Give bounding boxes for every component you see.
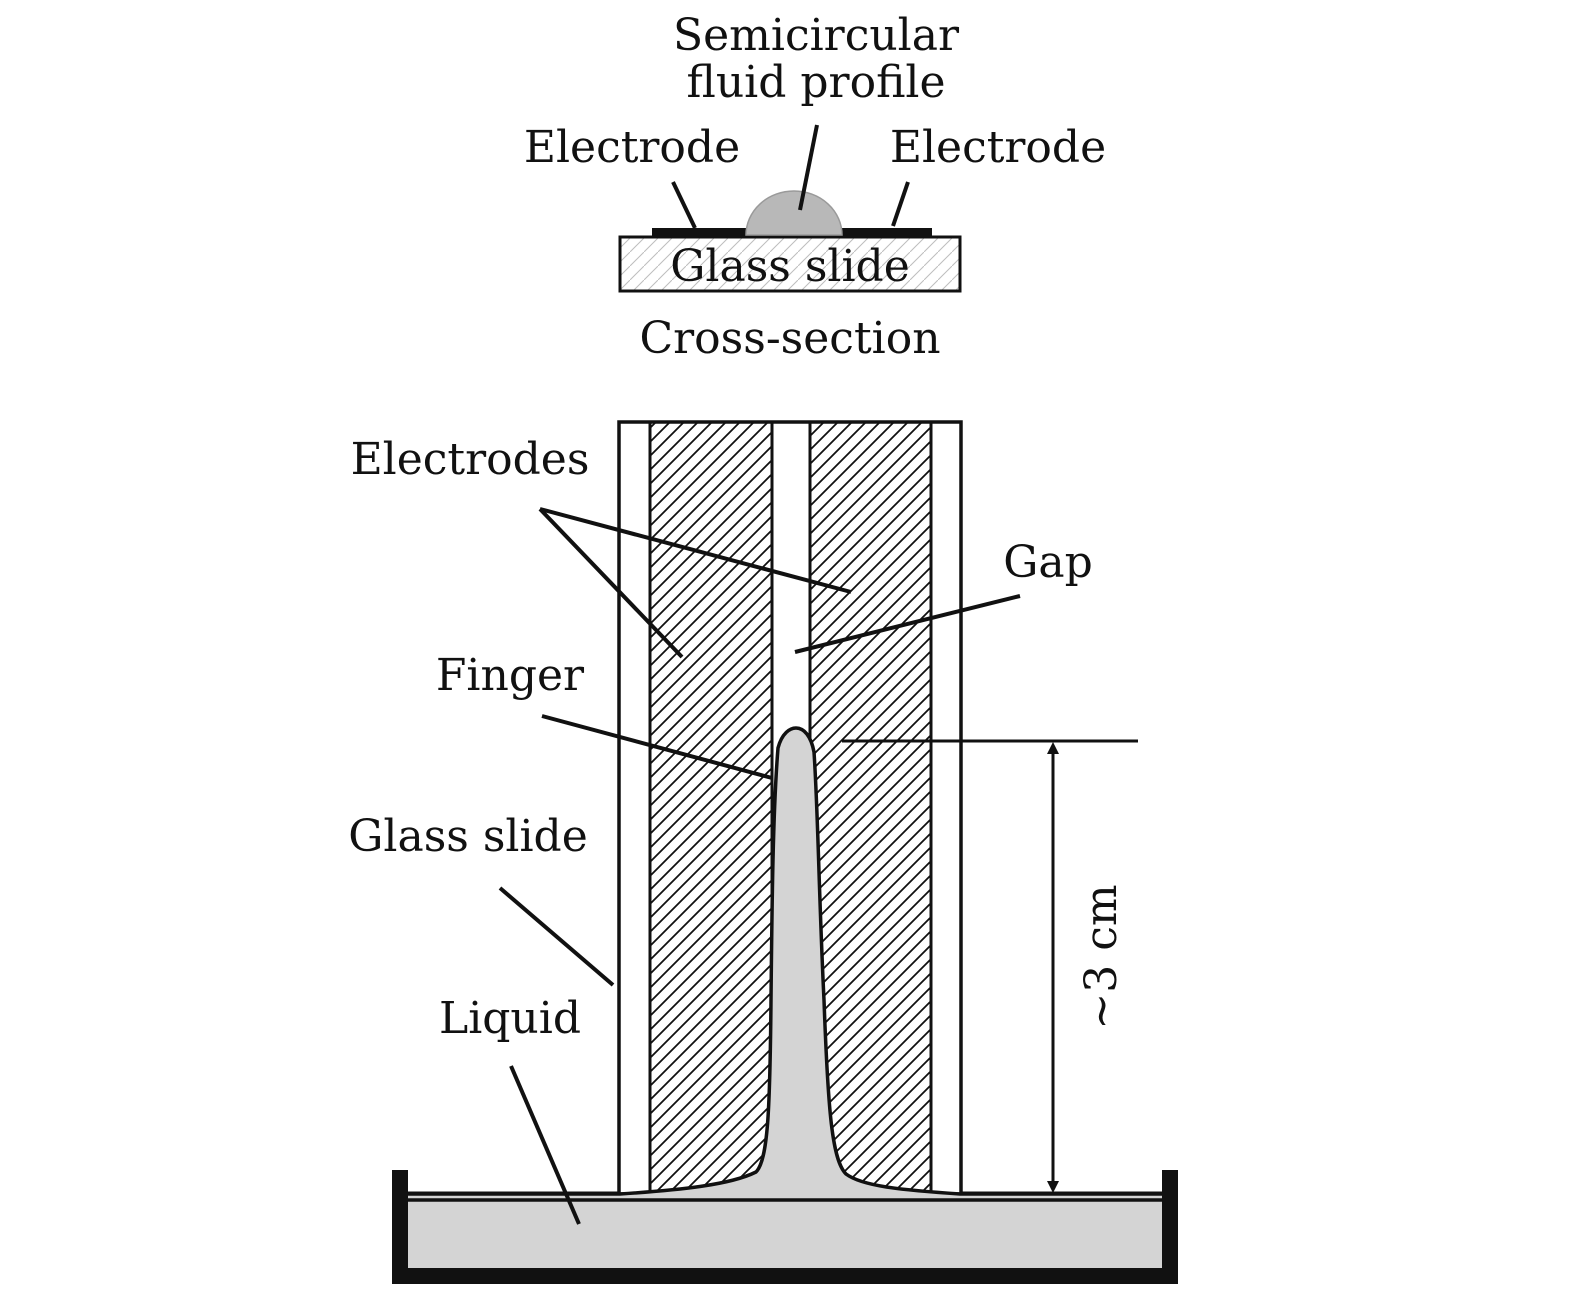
leader-finger bbox=[541, 714, 773, 780]
label-semicircular-line1: Semicircular bbox=[673, 10, 960, 61]
leader-electrodes-right bbox=[539, 507, 852, 594]
glass-slide-cross-section bbox=[618, 235, 962, 293]
leader-liquid bbox=[509, 1065, 581, 1225]
main-view: ~3 cm Electrodes Gap Finger Glass slide … bbox=[348, 420, 1178, 1284]
label-electrode-right: Electrode bbox=[890, 122, 1106, 173]
electrode-left-cross-section bbox=[652, 228, 776, 237]
label-glass-slide: Glass slide bbox=[348, 811, 588, 862]
liquid-finger bbox=[400, 726, 1170, 1202]
leader-glass-slide bbox=[498, 886, 615, 987]
label-electrode-left: Electrode bbox=[524, 122, 740, 173]
liquid bbox=[402, 1193, 1168, 1274]
label-cross-section: Cross-section bbox=[639, 313, 940, 364]
label-glass-slide-cross-section: Glass slide bbox=[670, 241, 910, 292]
label-electrodes: Electrodes bbox=[351, 434, 590, 485]
electrode-right-cross-section bbox=[812, 228, 932, 237]
label-finger: Finger bbox=[436, 650, 585, 701]
leader-electrodes-left bbox=[538, 507, 684, 659]
leader-electrode-left bbox=[671, 181, 697, 229]
label-liquid: Liquid bbox=[439, 993, 581, 1044]
cross-section-view: Semicircular fluid profile Electrode Ele… bbox=[524, 10, 1106, 364]
label-gap: Gap bbox=[1003, 537, 1093, 588]
semicircular-fluid-droplet bbox=[745, 190, 843, 236]
leader-gap bbox=[794, 594, 1021, 654]
liquid-container bbox=[392, 1170, 1178, 1284]
leader-electrode-right bbox=[891, 181, 910, 227]
label-height: ~3 cm bbox=[1076, 884, 1127, 1029]
electrode-left bbox=[648, 420, 774, 1196]
label-semicircular-line2: fluid profile bbox=[686, 57, 945, 108]
leader-semicircular bbox=[798, 124, 819, 211]
